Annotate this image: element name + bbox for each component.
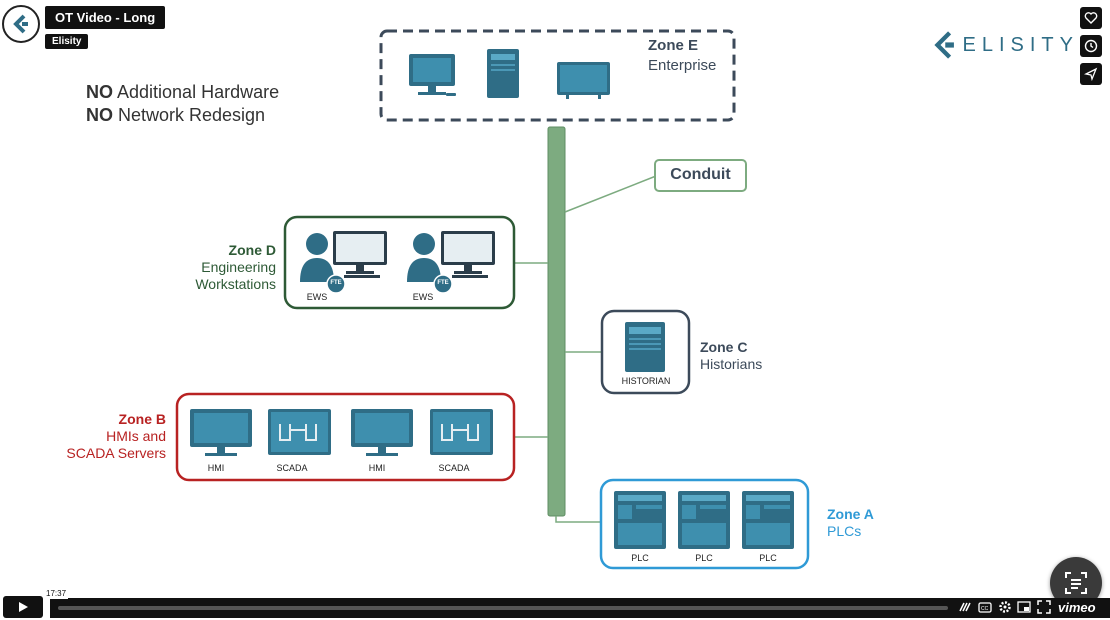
plc-1-icon [614, 491, 666, 549]
enterprise-tv-icon [557, 62, 610, 99]
clock-icon [1084, 39, 1098, 53]
network-diagram [175, 29, 810, 570]
hmi-label-1: HMI [207, 463, 225, 473]
settings-button[interactable] [998, 600, 1012, 617]
zone-c-label: Zone C Historians [700, 339, 763, 372]
pip-icon [1017, 601, 1031, 613]
engineer-workstation-1-icon [300, 231, 387, 294]
hmi-label-2: HMI [368, 463, 386, 473]
brand-text: ELISITY [962, 33, 1079, 56]
pip-button[interactable] [1017, 600, 1031, 617]
share-button[interactable] [1080, 63, 1102, 85]
enterprise-server-icon [487, 49, 519, 98]
scada-label-2: SCADA [438, 463, 470, 473]
hmi-1-icon [190, 409, 252, 456]
plc-2-icon [678, 491, 730, 549]
elisity-brand-logo: ELISITY [934, 28, 1079, 62]
video-title[interactable]: OT Video - Long [45, 6, 166, 29]
zone-b-label: Zone B HMIs and SCADA Servers [66, 411, 166, 461]
plc-label-1: PLC [631, 553, 649, 563]
zone-b-box [175, 392, 516, 482]
svg-text:CC: CC [981, 606, 989, 612]
historian-server-icon [625, 322, 665, 372]
captions-button[interactable]: CC [978, 600, 992, 617]
gear-icon [999, 601, 1011, 613]
transcript-icon [1065, 572, 1087, 594]
plc-label-2: PLC [695, 553, 713, 563]
zone-d-label: Zone D Engineering Workstations [195, 242, 276, 292]
hmi-2-icon [351, 409, 413, 456]
plc-3-icon [742, 491, 794, 549]
zone-e-subtitle: Enterprise [648, 57, 717, 74]
play-icon [19, 602, 28, 612]
speed-button[interactable] [957, 600, 971, 617]
scada-1-icon [268, 409, 331, 455]
progress-bar[interactable] [58, 606, 948, 610]
elisity-logo-icon [13, 14, 28, 34]
conduit-callout-line [564, 175, 657, 213]
engineer-workstation-2-icon [407, 231, 495, 294]
enterprise-monitor-icon [409, 54, 456, 96]
ews-label-1: EWS [306, 292, 328, 302]
fte-badge-2: FTE [437, 280, 449, 286]
ews-label-2: EWS [412, 292, 434, 302]
historian-label: HISTORIAN [621, 376, 671, 386]
fte-badge-1: FTE [330, 280, 342, 286]
conduit-bar [547, 126, 566, 517]
headline-line-1: NO Additional Hardware [86, 82, 280, 102]
zone-a-link [555, 516, 600, 523]
heart-icon [1084, 12, 1098, 24]
fullscreen-button[interactable] [1037, 600, 1051, 617]
send-icon [1084, 67, 1098, 81]
captions-icon: CC [978, 602, 992, 613]
watch-later-button[interactable] [1080, 35, 1102, 57]
conduit-label-box [654, 159, 747, 192]
scada-2-icon [430, 409, 493, 455]
fullscreen-icon [1037, 600, 1051, 614]
play-button[interactable] [3, 596, 43, 618]
speed-icon [959, 602, 971, 612]
channel-name[interactable]: Elisity [45, 34, 89, 49]
elisity-logo-icon [934, 31, 954, 59]
conduit-label: Conduit [670, 166, 731, 183]
vimeo-logo[interactable]: vimeo [1058, 600, 1096, 615]
scada-label-1: SCADA [276, 463, 308, 473]
time-tooltip: 17:37 [44, 588, 69, 599]
zone-a-label: Zone A PLCs [827, 506, 874, 539]
plc-label-3: PLC [759, 553, 777, 563]
zone-e-title: Zone E [648, 37, 699, 54]
headline-line-2: NO Network Redesign [86, 105, 266, 125]
like-button[interactable] [1080, 7, 1102, 29]
channel-avatar[interactable] [2, 5, 40, 43]
